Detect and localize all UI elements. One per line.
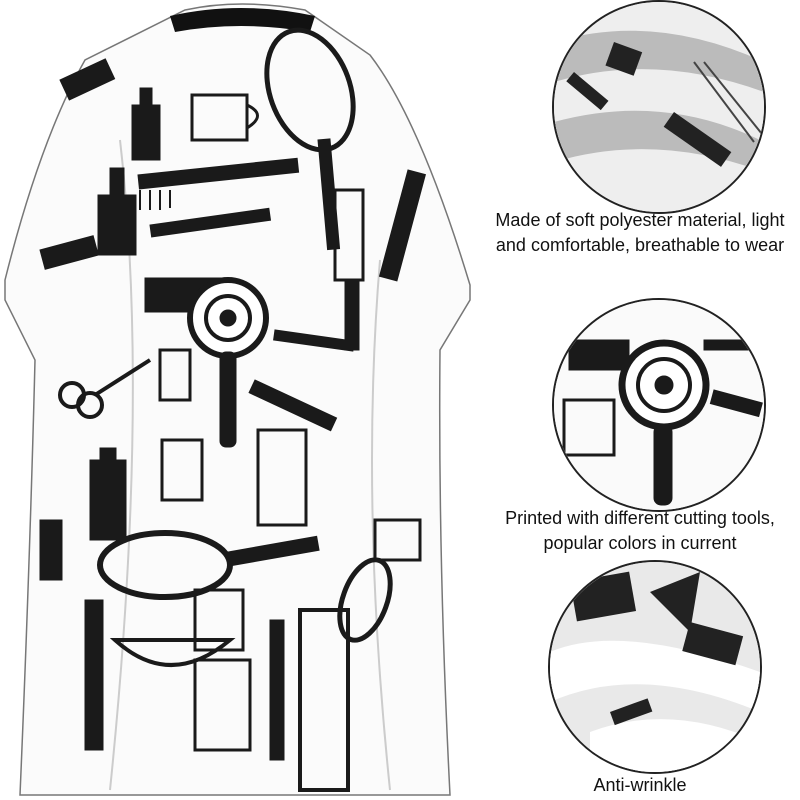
wrinkle-detail-circle xyxy=(548,560,762,774)
feature-caption-wrinkle: Anti-wrinkle xyxy=(593,775,687,795)
print-closeup-icon xyxy=(554,300,764,510)
fabric-detail-circle xyxy=(552,0,766,214)
fabric-closeup-icon xyxy=(554,2,764,212)
feature-caption-print: Printed with different cutting tools, po… xyxy=(505,508,775,553)
feature-caption-material: Made of soft polyester material, light a… xyxy=(495,210,785,255)
barber-cape-image xyxy=(4,3,471,796)
wrinkle-closeup-icon xyxy=(550,562,760,772)
print-detail-circle xyxy=(552,298,766,512)
